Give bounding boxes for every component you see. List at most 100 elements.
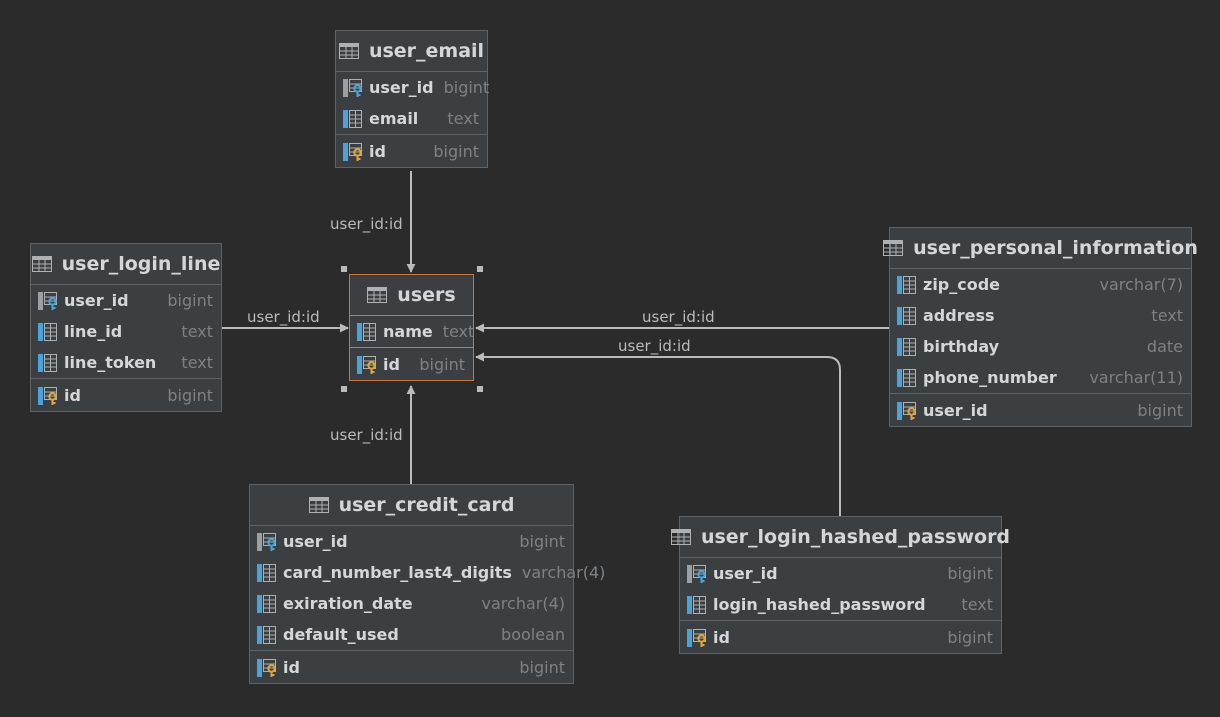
column-name: default_used bbox=[283, 625, 399, 644]
column-icon bbox=[37, 322, 59, 342]
table-icon bbox=[308, 497, 329, 513]
column-icon bbox=[896, 368, 918, 388]
primary-key-section: id bigint bbox=[336, 134, 487, 167]
selection-handle-bottom-left[interactable] bbox=[341, 386, 347, 392]
table-icon bbox=[883, 240, 904, 256]
column-row-phone-number[interactable]: phone_number varchar(11) bbox=[890, 362, 1191, 393]
table-header[interactable]: user_personal_information bbox=[883, 228, 1198, 269]
column-type: bigint bbox=[947, 564, 993, 583]
foreign-key-icon bbox=[37, 291, 59, 311]
column-name: id bbox=[369, 142, 386, 161]
column-icon bbox=[256, 594, 278, 614]
relation-label-user-email: user_id:id bbox=[330, 215, 403, 234]
primary-key-icon bbox=[686, 628, 708, 648]
selection-handle-top-left[interactable] bbox=[341, 266, 347, 272]
column-name: name bbox=[383, 322, 433, 341]
table-header[interactable]: users bbox=[350, 275, 473, 316]
column-type: text bbox=[181, 322, 213, 341]
column-name: user_id bbox=[369, 78, 434, 97]
column-type: varchar(4) bbox=[521, 563, 606, 582]
column-row-line-token[interactable]: line_token text bbox=[31, 347, 221, 378]
column-row-login-hashed-password[interactable]: login_hashed_password text bbox=[680, 589, 1001, 620]
column-type: varchar(7) bbox=[1099, 275, 1183, 294]
column-type: bigint bbox=[947, 628, 993, 647]
relation-edge-user-login-hashed-password[interactable] bbox=[475, 352, 841, 516]
column-icon bbox=[896, 275, 918, 295]
column-name: email bbox=[369, 109, 419, 128]
primary-key-icon bbox=[356, 355, 378, 375]
column-type: date bbox=[1146, 337, 1183, 356]
relation-label-user-personal-information: user_id:id bbox=[642, 308, 715, 327]
pk-column-row-id[interactable]: id bigint bbox=[336, 136, 487, 167]
column-type: varchar(11) bbox=[1089, 368, 1183, 387]
column-type: bigint bbox=[1137, 401, 1183, 420]
column-row-default-used[interactable]: default_used boolean bbox=[250, 619, 573, 650]
column-name: id bbox=[283, 658, 300, 677]
column-name: phone_number bbox=[923, 368, 1057, 387]
table-header[interactable]: user_login_hashed_password bbox=[670, 517, 1010, 558]
column-name: address bbox=[923, 306, 995, 325]
selection-handle-bottom-right[interactable] bbox=[477, 386, 483, 392]
table-title: user_login_hashed_password bbox=[700, 526, 1011, 548]
table-title: user_personal_information bbox=[913, 237, 1198, 259]
column-type: varchar(4) bbox=[481, 594, 565, 613]
column-icon bbox=[896, 337, 918, 357]
column-type: bigint bbox=[433, 142, 479, 161]
foreign-key-icon bbox=[686, 564, 708, 584]
column-type: bigint bbox=[167, 386, 213, 405]
column-name: user_id bbox=[283, 532, 348, 551]
table-icon bbox=[31, 256, 52, 272]
relation-label-user-login-line: user_id:id bbox=[247, 308, 320, 327]
column-icon bbox=[686, 595, 708, 615]
table-header[interactable]: user_credit_card bbox=[250, 485, 573, 526]
table-header[interactable]: user_email bbox=[336, 31, 487, 72]
column-row-address[interactable]: address text bbox=[890, 300, 1191, 331]
table-title: user_credit_card bbox=[338, 494, 515, 516]
column-icon bbox=[256, 625, 278, 645]
relation-label-user-credit-card: user_id:id bbox=[330, 426, 403, 445]
column-type: bigint bbox=[167, 291, 213, 310]
column-name: login_hashed_password bbox=[713, 595, 926, 614]
table-header[interactable]: user_login_line bbox=[31, 244, 221, 285]
selection-handle-top-right[interactable] bbox=[477, 266, 483, 272]
column-type: boolean bbox=[501, 625, 565, 644]
column-type: text bbox=[1151, 306, 1183, 325]
column-name: line_token bbox=[64, 353, 157, 372]
table-icon bbox=[367, 287, 388, 303]
column-icon bbox=[896, 306, 918, 326]
column-type: text bbox=[181, 353, 213, 372]
relation-label-user-login-hashed-password: user_id:id bbox=[618, 337, 691, 356]
column-type: text bbox=[961, 595, 993, 614]
